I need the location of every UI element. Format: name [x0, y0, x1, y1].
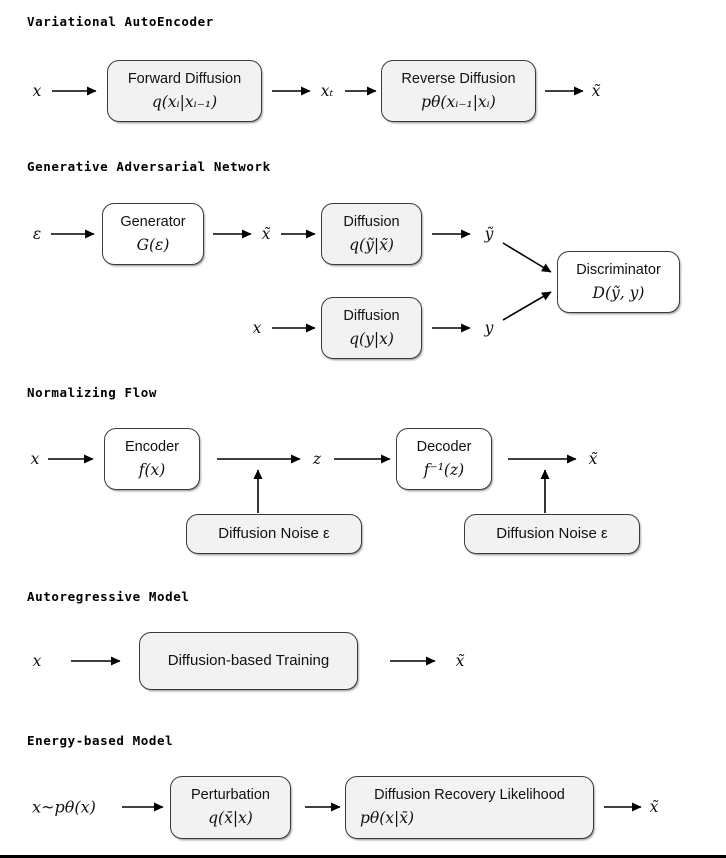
box-formula: pθ(x|x̄) — [360, 809, 415, 828]
label-input-x-dist: x~pθ(x) — [32, 797, 96, 817]
section-heading-vae: Variational AutoEncoder — [27, 14, 214, 29]
box-reverse-diffusion[interactable]: Reverse Diffusion pθ(xᵢ₋₁|xᵢ) — [381, 60, 536, 122]
box-formula: f⁻¹(z) — [423, 460, 465, 479]
box-title: Diffusion — [343, 213, 400, 230]
box-formula: q(ỹ|x̃) — [349, 235, 394, 254]
box-diffusion-recovery-likelihood[interactable]: Diffusion Recovery Likelihood pθ(x|x̄) — [345, 776, 594, 839]
box-diffusion-noise-left[interactable]: Diffusion Noise ε — [186, 514, 362, 554]
box-formula: q(y|x) — [349, 329, 394, 348]
section-heading-normalizing-flow: Normalizing Flow — [27, 385, 158, 400]
label-output-xtilde-nf: x̃ — [588, 450, 598, 468]
box-title: Diffusion-based Training — [167, 652, 330, 670]
label-input-x-ar: x — [32, 652, 42, 670]
box-formula: q(xᵢ|xᵢ₋₁) — [151, 92, 218, 111]
label-output-xtilde-vae: x̃ — [591, 82, 601, 100]
section-heading-autoregressive: Autoregressive Model — [27, 589, 190, 604]
box-generator[interactable]: Generator G(ε) — [102, 203, 204, 265]
box-diffusion-based-training[interactable]: Diffusion-based Training — [139, 632, 358, 690]
label-input-x-gan: x — [252, 319, 262, 337]
box-title: Forward Diffusion — [127, 70, 242, 87]
label-output-xtilde-ar: x̃ — [455, 652, 465, 670]
box-title: Generator — [120, 213, 186, 230]
label-generated-xtilde: x̃ — [261, 225, 271, 243]
box-title: Diffusion Noise ε — [218, 525, 330, 543]
box-perturbation[interactable]: Perturbation q(x̄|x) — [170, 776, 291, 839]
box-title: Reverse Diffusion — [401, 70, 516, 87]
label-input-x-vae: x — [32, 82, 42, 100]
box-diffusion-noise-right[interactable]: Diffusion Noise ε — [464, 514, 640, 554]
label-ytilde: ỹ — [484, 225, 494, 243]
label-input-epsilon: ε — [32, 225, 42, 243]
arrow-y-to-discriminator — [502, 291, 552, 321]
label-y: y — [484, 319, 494, 337]
label-input-x-nf: x — [30, 450, 40, 468]
box-encoder[interactable]: Encoder f(x) — [104, 428, 200, 490]
box-discriminator[interactable]: Discriminator D(ỹ, y) — [557, 251, 680, 313]
section-heading-energy-based: Energy-based Model — [27, 733, 174, 748]
label-latent-xT: xₜ — [320, 82, 334, 100]
box-diffusion-real[interactable]: Diffusion q(y|x) — [321, 297, 422, 359]
box-formula: q(x̄|x) — [208, 809, 253, 828]
box-formula: D(ỹ, y) — [592, 283, 645, 302]
section-heading-gan: Generative Adversarial Network — [27, 159, 271, 174]
label-latent-z: z — [312, 450, 322, 468]
box-title: Encoder — [124, 438, 179, 455]
box-forward-diffusion[interactable]: Forward Diffusion q(xᵢ|xᵢ₋₁) — [107, 60, 262, 122]
box-title: Perturbation — [191, 787, 270, 804]
box-title: Diffusion Recovery Likelihood — [374, 787, 565, 804]
box-diffusion-fake[interactable]: Diffusion q(ỹ|x̃) — [321, 203, 422, 265]
box-formula: pθ(xᵢ₋₁|xᵢ) — [421, 92, 496, 111]
box-title: Diffusion Noise ε — [496, 525, 608, 543]
arrow-ytilde-to-discriminator — [502, 242, 552, 273]
box-formula: G(ε) — [136, 235, 170, 254]
box-decoder[interactable]: Decoder f⁻¹(z) — [396, 428, 492, 490]
box-title: Discriminator — [576, 261, 661, 278]
box-formula: f(x) — [138, 460, 166, 479]
label-output-xtilde-ebm: x̃ — [649, 798, 659, 816]
box-title: Decoder — [416, 438, 472, 455]
box-title: Diffusion — [343, 307, 400, 324]
